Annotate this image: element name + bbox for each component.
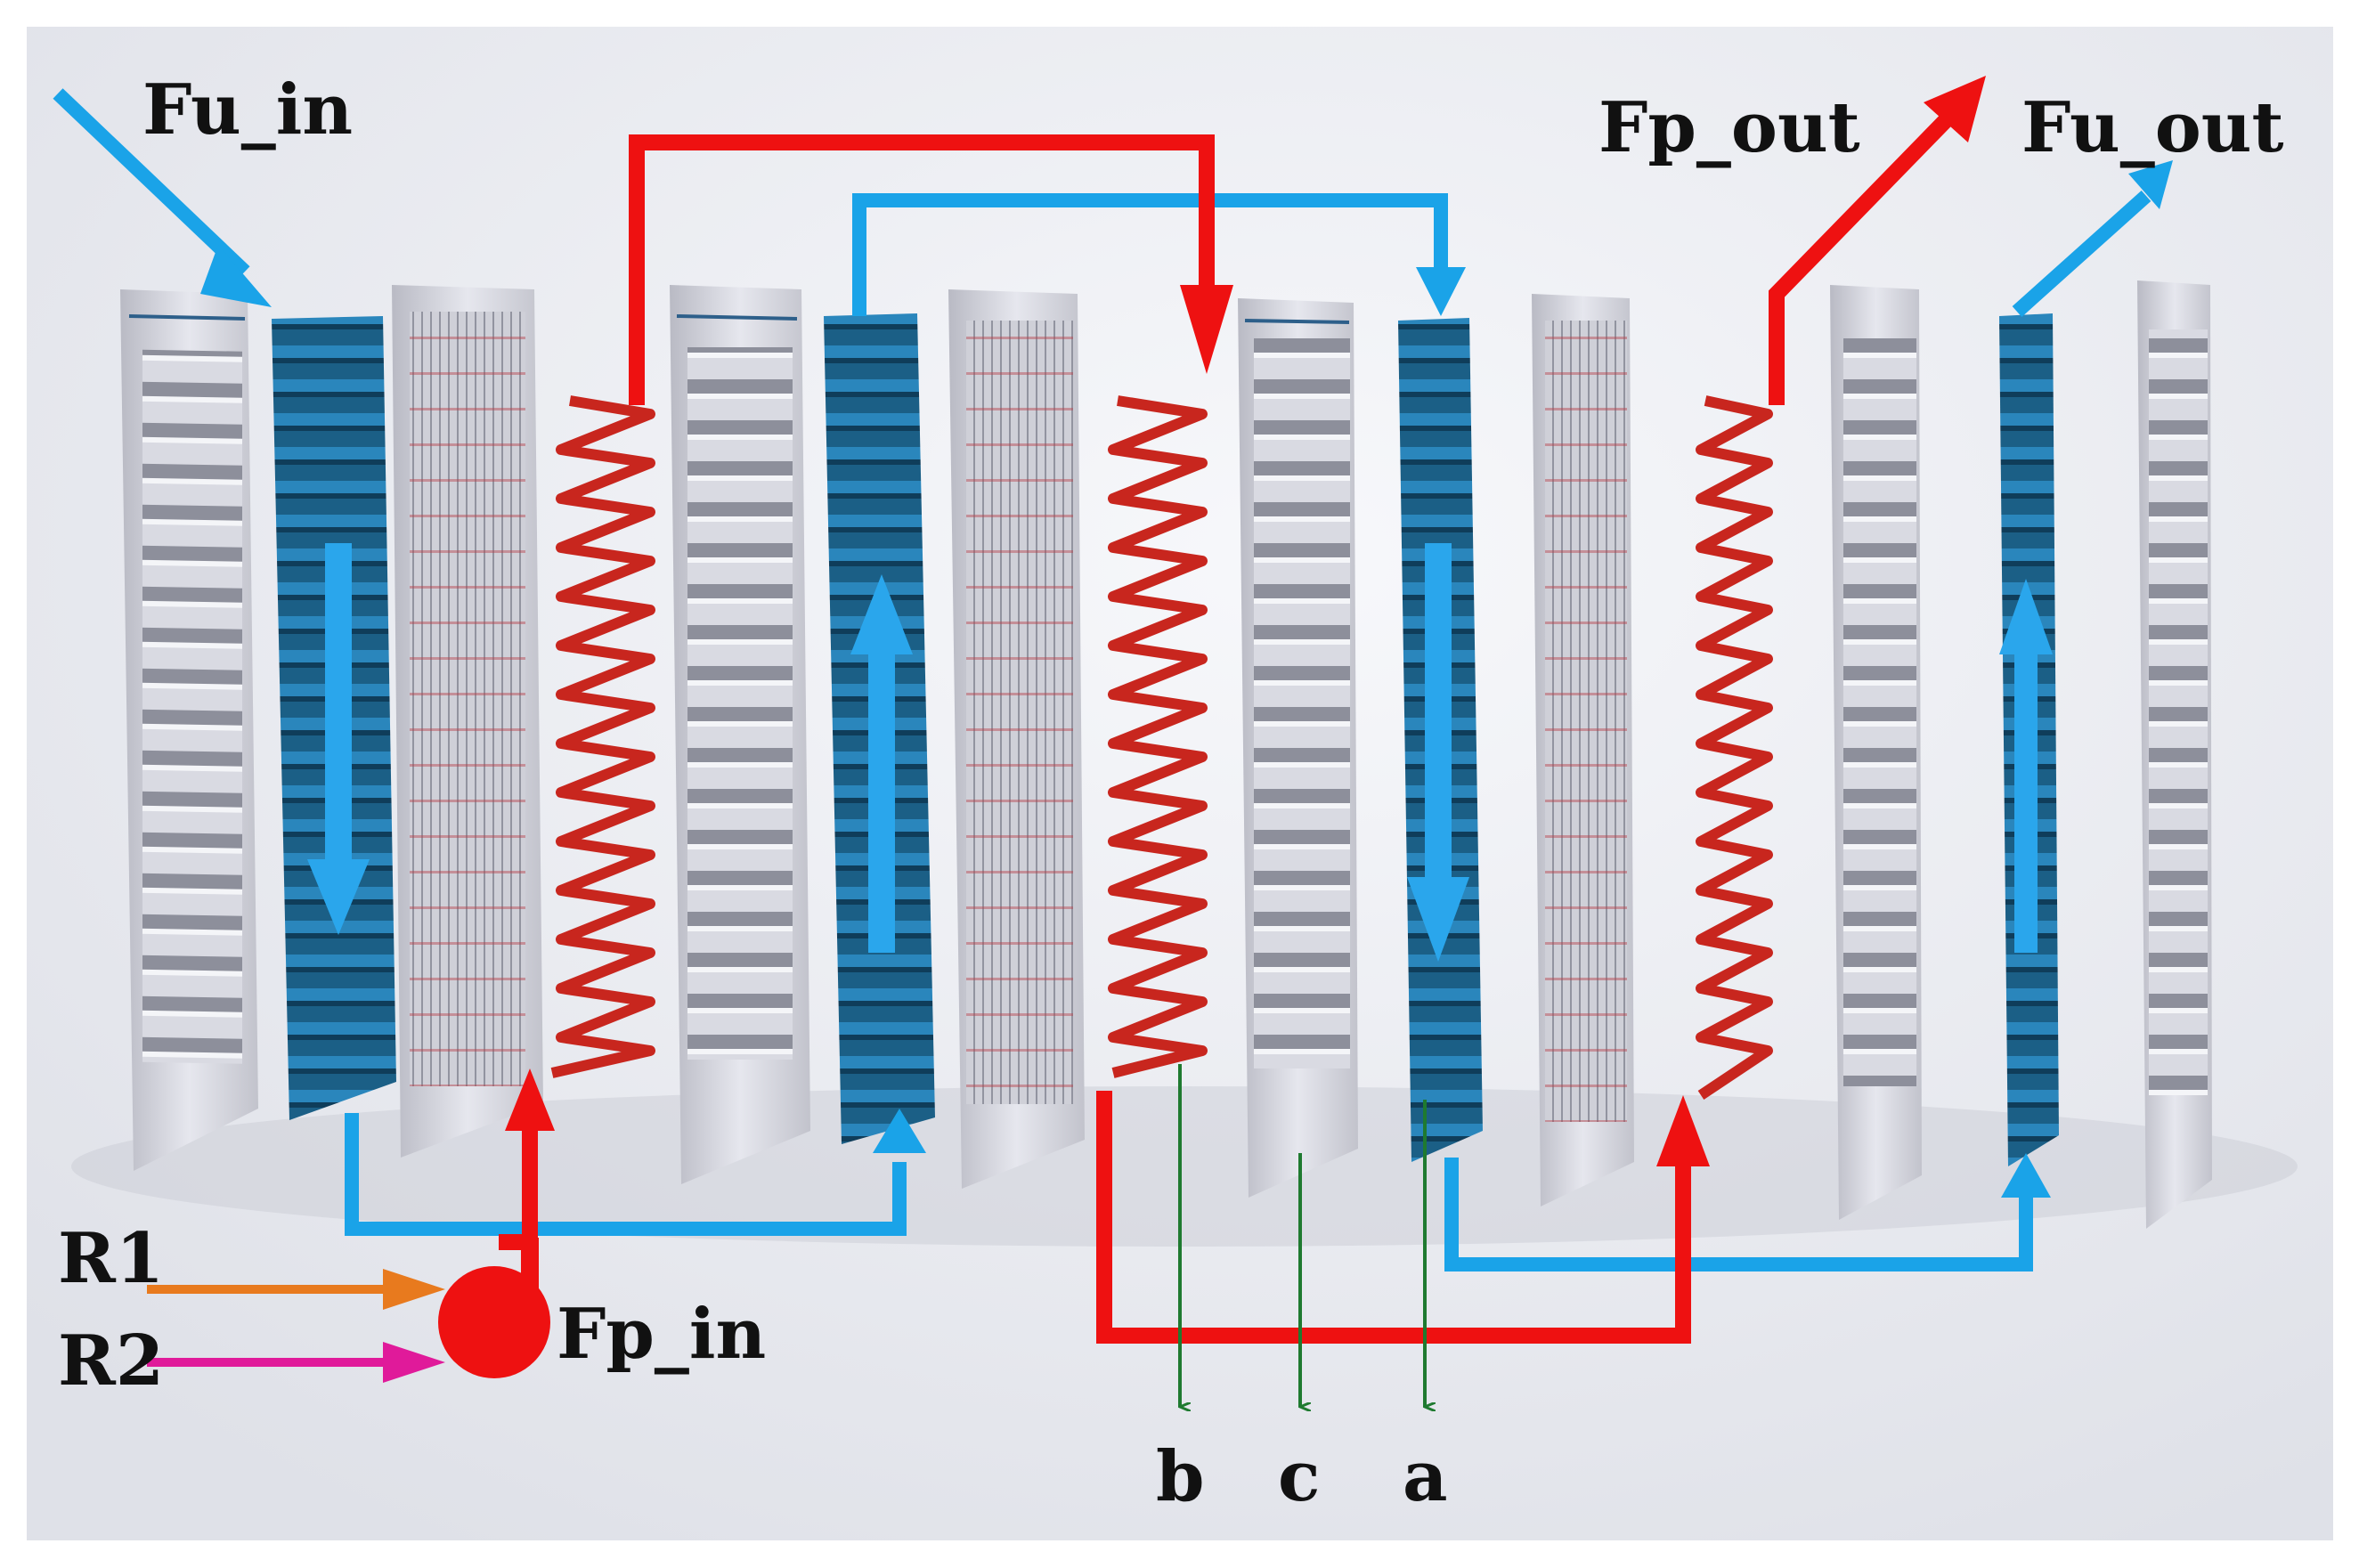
plate-5 bbox=[1238, 298, 1358, 1198]
plate-1 bbox=[120, 289, 258, 1171]
label-r1: R1 bbox=[58, 1218, 164, 1299]
label-c: c bbox=[1278, 1436, 1321, 1517]
red-coil-3 bbox=[1696, 395, 1773, 1100]
plate-8 bbox=[2137, 280, 2212, 1229]
utility-arrowheads bbox=[200, 160, 2173, 1198]
label-fp-out: Fp_out bbox=[1598, 87, 1860, 168]
red-coil-1 bbox=[550, 395, 655, 1078]
down-arrow-channel-1 bbox=[307, 543, 370, 935]
plate-3 bbox=[670, 285, 810, 1184]
plate-6 bbox=[1532, 294, 1634, 1206]
label-r2: R2 bbox=[58, 1320, 164, 1401]
up-arrow-channel-2 bbox=[850, 574, 913, 953]
r1-arrow bbox=[147, 1269, 445, 1310]
label-b: b bbox=[1156, 1436, 1205, 1517]
floor-shadow bbox=[71, 1086, 2298, 1247]
sample-lines bbox=[1178, 1064, 1425, 1407]
plate-4 bbox=[948, 289, 1085, 1189]
label-fu-in: Fu_in bbox=[142, 69, 353, 150]
down-arrow-channel-3 bbox=[1407, 543, 1469, 962]
label-a: a bbox=[1403, 1436, 1448, 1517]
utility-flow-lines bbox=[53, 88, 2152, 1271]
plate-7 bbox=[1830, 285, 1922, 1220]
mixer-node-icon bbox=[438, 1266, 550, 1378]
red-coil-2 bbox=[1108, 395, 1208, 1078]
product-arrowheads bbox=[505, 76, 1986, 1166]
plate-2 bbox=[392, 285, 543, 1158]
label-fp-in: Fp_in bbox=[557, 1294, 766, 1375]
mixer-riser bbox=[521, 1238, 539, 1291]
label-fu-out: Fu_out bbox=[2021, 87, 2283, 168]
up-arrow-channel-4 bbox=[1999, 579, 2053, 953]
r2-arrow bbox=[147, 1342, 445, 1383]
